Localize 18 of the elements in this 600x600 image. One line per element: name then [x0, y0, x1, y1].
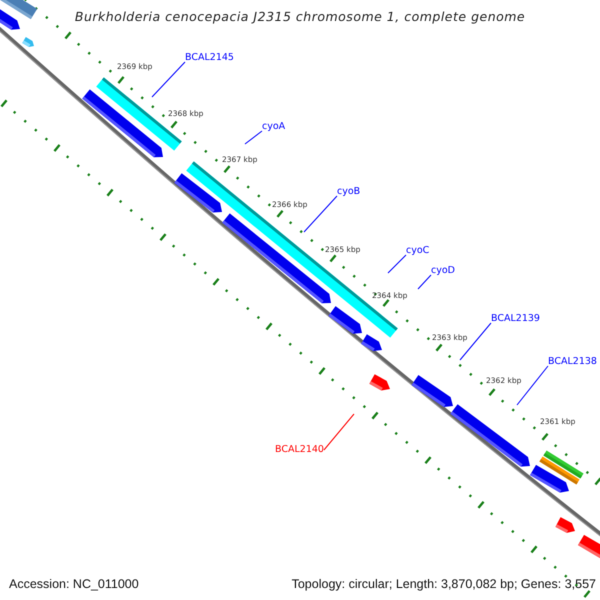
gene-label: BCAL2140 — [275, 444, 324, 456]
leader-line — [460, 322, 492, 360]
gene-label: BCAL2138 — [548, 356, 597, 368]
gene-label: BCAL2145 — [185, 52, 234, 64]
gene-label: cyoB — [337, 186, 360, 198]
leader-line — [418, 274, 432, 290]
leader-line — [323, 414, 354, 450]
gene-label: cyoA — [262, 121, 286, 133]
accession-text: Accession: NC_011000 — [9, 577, 139, 592]
gene-label: cyoD — [431, 265, 455, 277]
gene-label: cyoC — [406, 245, 430, 257]
leader-line — [304, 196, 338, 232]
leader-line — [244, 130, 262, 144]
leader-line — [152, 62, 186, 98]
leader-line — [388, 254, 406, 274]
leader-line — [516, 366, 548, 406]
genome-summary: Topology: circular; Length: 3,870,082 bp; Genes: 3,557 — [292, 577, 596, 592]
gene-label: BCAL2139 — [491, 313, 540, 325]
